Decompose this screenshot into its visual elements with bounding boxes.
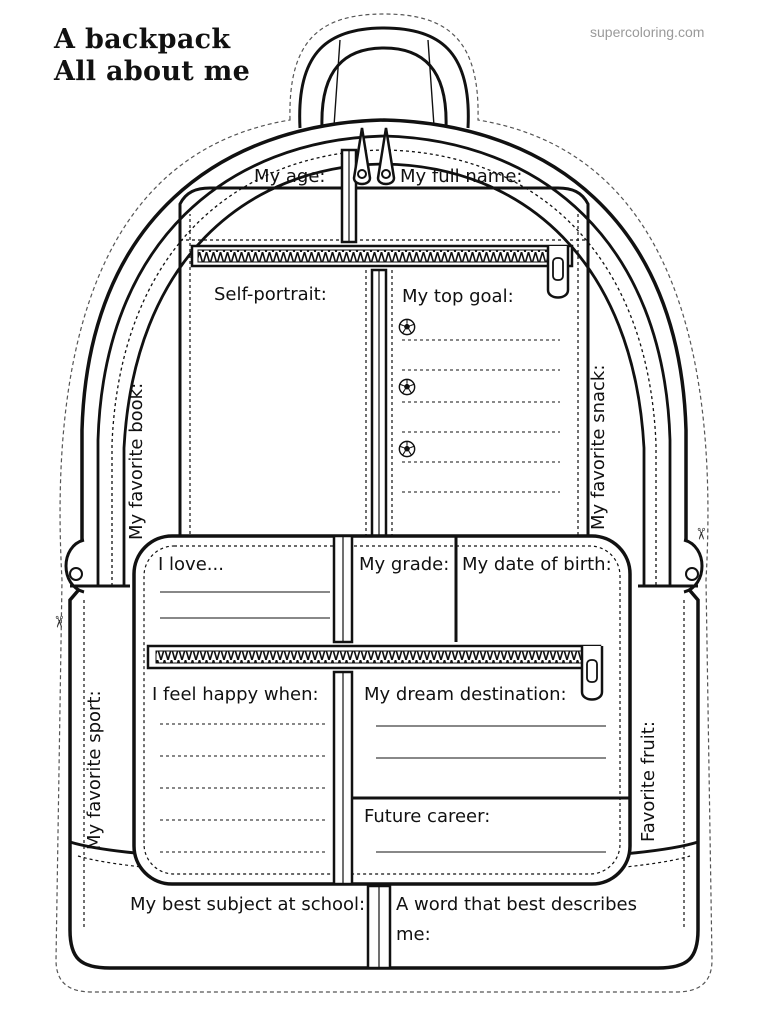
label-word-describes: A word that best describes (396, 894, 637, 915)
label-full-name: My full name: (400, 166, 523, 187)
label-word-describes-cont: me: (396, 924, 431, 945)
label-age: My age: (254, 166, 326, 187)
label-future-career: Future career: (364, 806, 491, 827)
label-favorite-fruit: Favorite fruit: (638, 721, 659, 842)
label-favorite-book: My favorite book: (126, 382, 147, 540)
label-feel-happy: I feel happy when: (152, 684, 319, 705)
scissors-icon: ✂ (691, 527, 711, 541)
soccer-ball-icon (398, 318, 416, 336)
label-date-of-birth: My date of birth: (462, 554, 612, 575)
page-title: A backpack (54, 24, 231, 55)
soccer-ball-icon (398, 378, 416, 396)
label-favorite-snack: My favorite snack: (588, 364, 609, 530)
label-grade: My grade: (359, 554, 450, 575)
site-credit: supercoloring.com (590, 24, 705, 40)
top-zipper-pulls (352, 127, 396, 186)
label-self-portrait: Self-portrait: (214, 284, 327, 305)
handle (298, 26, 470, 129)
cut-outline (55, 13, 713, 993)
label-top-goal: My top goal: (402, 286, 514, 307)
soccer-ball-icon (398, 440, 416, 458)
label-best-subject: My best subject at school: (130, 894, 366, 915)
label-dream-destination: My dream destination: (364, 684, 567, 705)
page-subtitle: All about me (54, 56, 251, 87)
label-favorite-sport: My favorite sport: (84, 690, 105, 850)
label-i-love: I love... (158, 554, 224, 575)
scissors-icon: ✂ (49, 615, 69, 629)
